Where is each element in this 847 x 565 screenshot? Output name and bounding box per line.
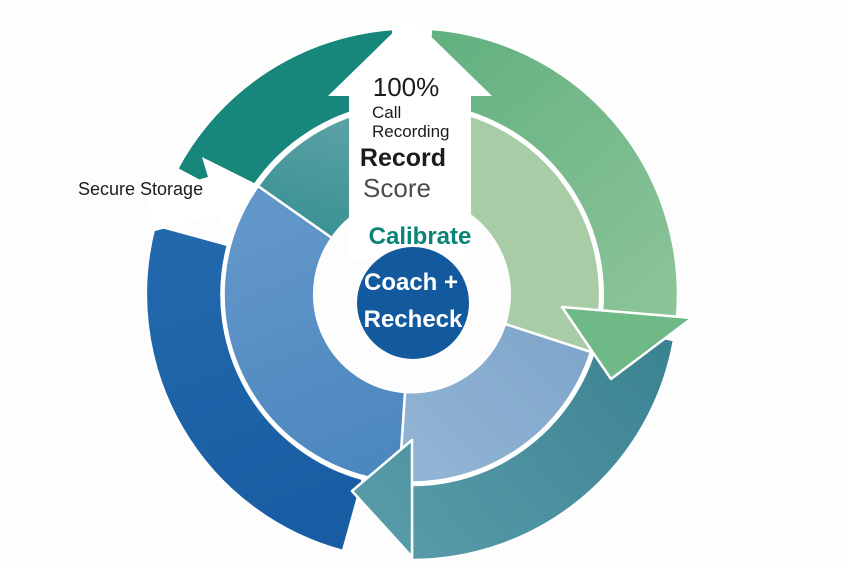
step-score-label: Score [363,173,431,203]
secure-storage-arrow-icon [145,157,256,235]
up-arrow-icon [328,16,492,260]
green-flow-arrowhead-icon [560,305,694,381]
percent-label: 100% [373,72,440,102]
center-recheck-label: Recheck [364,306,463,333]
secure-storage-label: Secure Storage [78,179,203,199]
outer-ring-segment-teal [175,27,401,206]
recording-label: Recording [372,122,450,141]
inner-ring-segment-medium-blue [222,184,407,484]
center-coach-label: Coach + [364,269,458,296]
step-record-label: Record [360,144,446,172]
call-label: Call [372,103,401,122]
center-circle [357,247,469,359]
step-calibrate-label: Calibrate [369,223,472,250]
outer-ring-segment-steel [410,325,676,562]
outer-ring-segment-green [423,27,680,319]
steel-flow-arrowhead-icon [350,438,414,559]
